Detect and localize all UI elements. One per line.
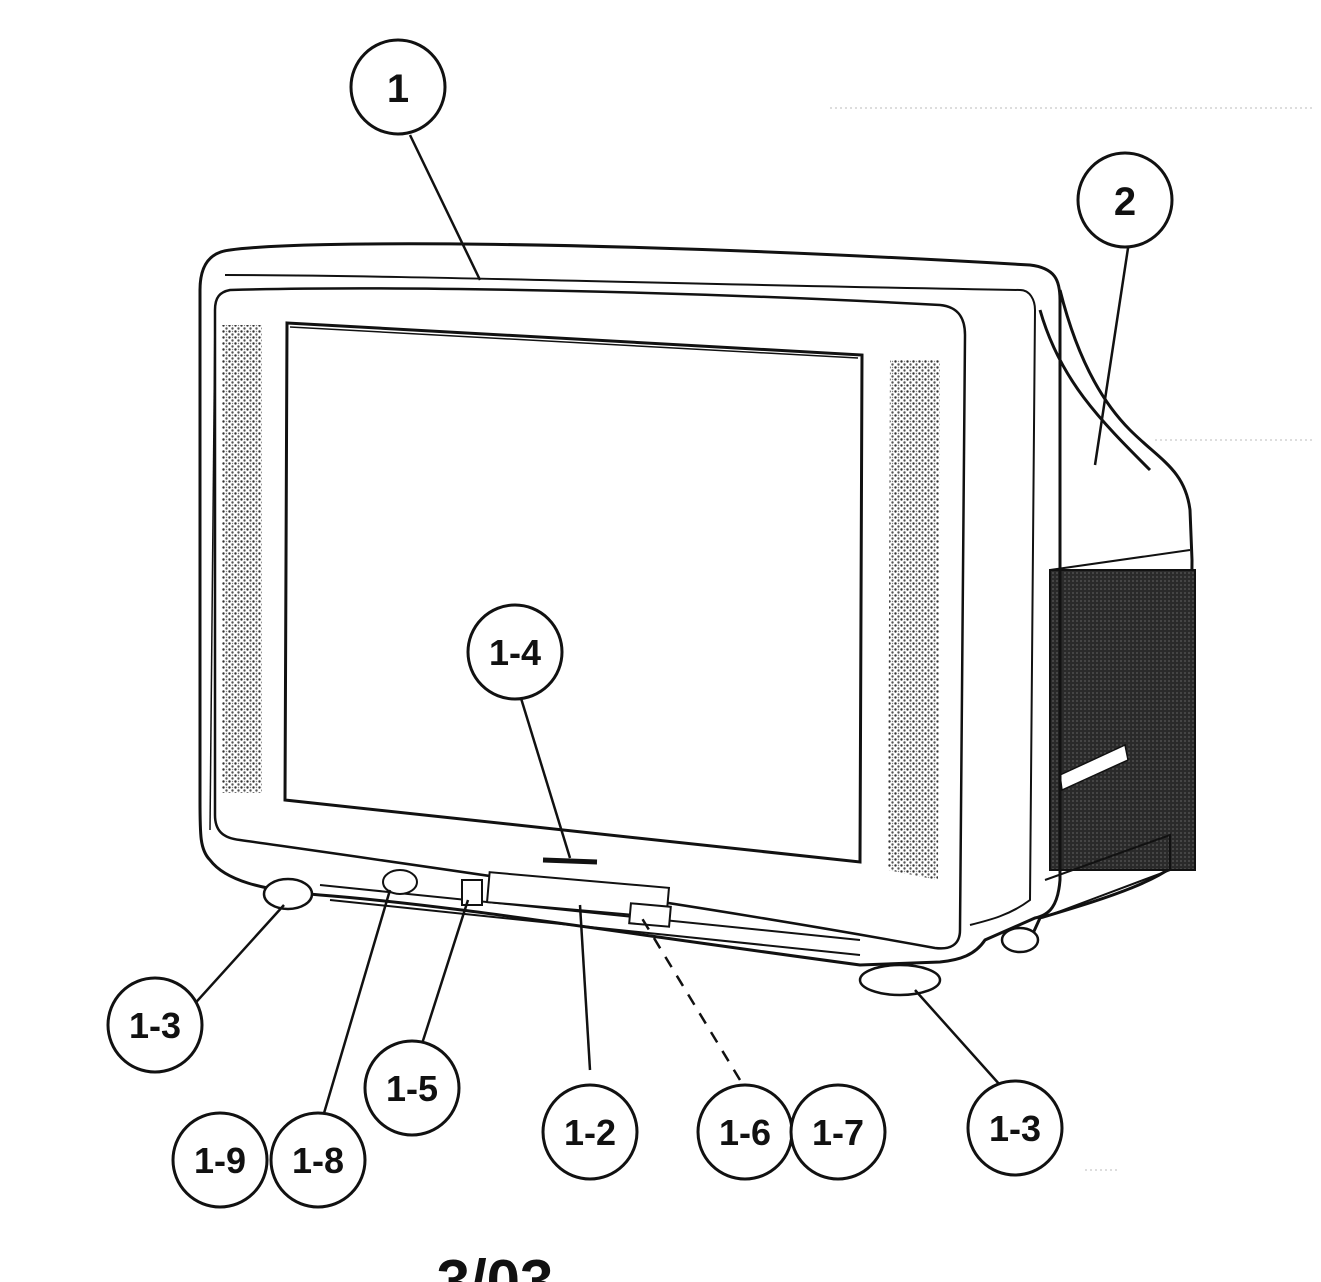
callout-1-6-label: 1-6 — [719, 1112, 771, 1153]
callout-1-7-circle — [789, 1083, 887, 1181]
control-strip — [319, 857, 861, 956]
callout-2-label: 2 — [1114, 180, 1136, 224]
callout-1-label: 1 — [387, 67, 409, 111]
callout-1-3-right-circle — [966, 1079, 1064, 1177]
callout-1-9-label: 1-9 — [194, 1140, 246, 1181]
right-speaker-grille — [888, 360, 940, 880]
left-speaker-grille — [222, 325, 262, 793]
callout-1-circle — [349, 38, 447, 136]
callout-1-3-right-label: 1-3 — [989, 1108, 1041, 1149]
callout-1-2-label: 1-2 — [564, 1112, 616, 1153]
rear-foot — [1000, 926, 1040, 954]
callout-1-8-circle — [269, 1111, 367, 1209]
callout-circles — [106, 38, 1174, 1209]
cabinet-inner-frame — [224, 274, 1037, 926]
callout-1-5-label: 1-5 — [386, 1068, 438, 1109]
front-bezel — [213, 287, 967, 950]
rear-housing — [1028, 289, 1196, 941]
callout-labels: 1 2 1-4 1-3 1-9 1-8 1-5 1-2 1-6 1-7 1-3 — [129, 67, 1136, 1181]
callout-1-3-left-circle — [106, 976, 204, 1074]
callout-1-4-circle — [466, 603, 564, 701]
callout-1-7-label: 1-7 — [812, 1112, 864, 1153]
reference-lines — [830, 107, 1315, 1171]
feet — [262, 877, 1040, 997]
callout-1-5-circle — [363, 1039, 461, 1137]
power-button — [382, 869, 418, 895]
callout-2-circle — [1076, 151, 1174, 249]
callout-1-9-circle — [171, 1111, 269, 1209]
callout-1-4-label: 1-4 — [489, 632, 541, 673]
left-front-foot — [262, 877, 314, 911]
screen — [283, 321, 864, 864]
leader-lines — [179, 134, 1132, 1121]
callout-1-2-circle — [541, 1083, 639, 1181]
page-number: 3/03 — [437, 1248, 554, 1282]
callout-1-3-left-label: 1-3 — [129, 1005, 181, 1046]
cabinet-outer — [198, 242, 1062, 967]
front-cabinet — [198, 242, 1062, 967]
rear-vent-panel — [1049, 569, 1196, 871]
right-front-foot — [858, 963, 942, 997]
callout-1-8-label: 1-8 — [292, 1140, 344, 1181]
